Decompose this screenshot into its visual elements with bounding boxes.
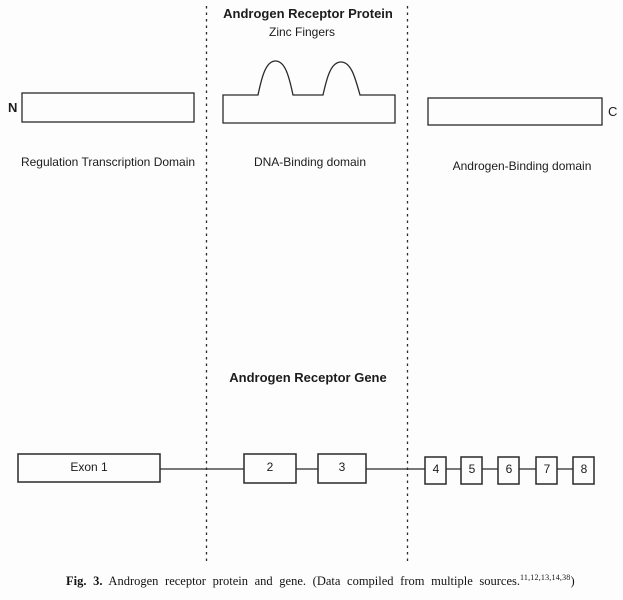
gene-title: Androgen Receptor Gene [229, 370, 387, 385]
domain-label-regulation: Regulation Transcription Domain [20, 155, 196, 169]
n-terminus-label: N [8, 100, 18, 115]
exon-box-1 [17, 453, 161, 483]
exon-box-8 [572, 456, 595, 485]
exon-label-8: 8 [580, 462, 588, 476]
exon-label-4: 4 [432, 462, 440, 476]
domain-label-dna-binding: DNA-Binding domain [253, 155, 367, 169]
exon-label-5: 5 [468, 462, 476, 476]
caption-text: Androgen receptor protein and gene. (Dat… [102, 574, 520, 588]
exon-box-4 [424, 456, 447, 485]
exon-label-1: Exon 1 [70, 460, 108, 474]
exon-box-5 [460, 456, 483, 485]
exon-label-2: 2 [266, 460, 274, 474]
zinc-fingers-label: Zinc Fingers [268, 25, 336, 39]
exon-box-2 [243, 453, 297, 484]
exon-box-7 [535, 456, 558, 485]
exon-label-3: 3 [338, 460, 346, 474]
exon-label-6: 6 [505, 462, 513, 476]
exon-label-7: 7 [543, 462, 551, 476]
protein-domain-box-androgen-binding [427, 97, 603, 126]
exon-box-3 [317, 453, 367, 484]
exon-box-6 [497, 456, 520, 485]
protein-title: Androgen Receptor Protein [223, 6, 393, 21]
caption-closing-paren: ) [570, 574, 575, 588]
c-terminus-label: C [608, 104, 618, 119]
caption-fig-number: Fig. 3. [66, 574, 103, 588]
caption-reference-numbers: 11,12,13,14,38 [520, 573, 571, 582]
protein-domain-box-dna-binding-with-zinc-fingers [222, 60, 396, 124]
domain-label-androgen-binding: Androgen-Binding domain [452, 159, 592, 173]
figure-caption: Fig. 3. Androgen receptor protein and ge… [66, 573, 575, 589]
protein-domain-box-regulation [21, 92, 195, 123]
